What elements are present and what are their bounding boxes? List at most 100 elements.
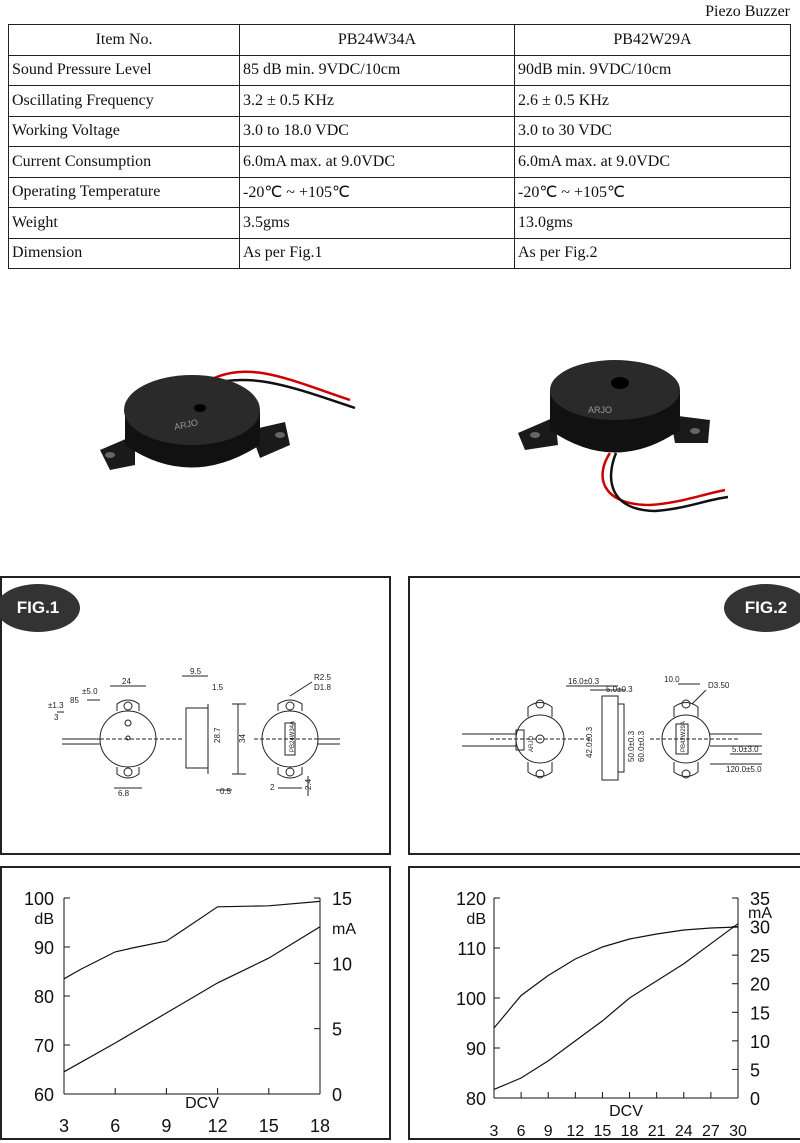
y-tick-label-left: 80 bbox=[34, 987, 54, 1007]
table-row: Oscillating Frequency 3.2 ± 0.5 KHz 2.6 … bbox=[8, 85, 791, 117]
dim-label: ±1.3 bbox=[48, 701, 64, 710]
dim-label: 24 bbox=[122, 677, 131, 686]
series-line-ma bbox=[63, 926, 321, 1073]
fig2-marking-front: ARJO bbox=[529, 736, 535, 752]
x-tick-label: 18 bbox=[621, 1123, 639, 1138]
dim-label: 2 bbox=[270, 783, 275, 792]
dim-label: R2.5 bbox=[314, 673, 331, 682]
y-tick-label-right: 0 bbox=[332, 1085, 342, 1105]
table-cell: 6.0mA max. at 9.0VDC bbox=[514, 146, 791, 178]
x-tick-label: 30 bbox=[729, 1123, 747, 1138]
header-cell: PB42W29A bbox=[514, 24, 791, 56]
dim-label: D1.8 bbox=[314, 683, 331, 692]
dim-label: 0.5 bbox=[220, 787, 232, 796]
y-tick-label-right: 35 bbox=[750, 889, 770, 909]
fig1-marking: PB24W34A bbox=[290, 721, 296, 752]
dim-label: 120.0±5.0 bbox=[726, 765, 762, 774]
buzzer-photo-1: ARJO bbox=[100, 370, 356, 470]
x-tick-label: 24 bbox=[675, 1123, 693, 1138]
x-tick-label: 21 bbox=[648, 1123, 666, 1138]
series-line-ma bbox=[493, 923, 739, 1090]
table-cell: 3.2 ± 0.5 KHz bbox=[239, 85, 515, 117]
table-cell: 85 dB min. 9VDC/10cm bbox=[239, 54, 515, 86]
buzzer-marking: ARJO bbox=[588, 405, 612, 415]
figure-2-panel: FIG.2 bbox=[408, 576, 800, 855]
x-tick-label: 27 bbox=[702, 1123, 720, 1138]
table-cell: Weight bbox=[8, 207, 240, 239]
y-tick-label-left: 120 bbox=[456, 889, 486, 909]
table-cell: 3.0 to 30 VDC bbox=[514, 115, 791, 147]
table-cell: As per Fig.2 bbox=[514, 237, 791, 269]
y-tick-label-right: 20 bbox=[750, 975, 770, 995]
y-axis-label-right: mA bbox=[332, 921, 356, 938]
dim-label: 5.0±3.0 bbox=[732, 745, 759, 754]
x-tick-label: 12 bbox=[566, 1123, 584, 1138]
table-cell: 90dB min. 9VDC/10cm bbox=[514, 54, 791, 86]
table-cell: Dimension bbox=[8, 237, 240, 269]
table-cell: Working Voltage bbox=[8, 115, 240, 147]
dim-label: D3.50 bbox=[708, 681, 730, 690]
figure-1-panel: FIG.1 bbox=[0, 576, 391, 855]
figure-2-badge: FIG.2 bbox=[724, 584, 800, 632]
y-tick-label-right: 5 bbox=[750, 1060, 760, 1080]
table-cell: As per Fig.1 bbox=[239, 237, 515, 269]
y-tick-label-left: 70 bbox=[34, 1036, 54, 1056]
dim-label: 34 bbox=[238, 734, 247, 743]
y-tick-label-right: 10 bbox=[332, 954, 352, 974]
y-tick-label-left: 90 bbox=[466, 1039, 486, 1059]
x-tick-label: 15 bbox=[259, 1116, 279, 1136]
table-header-row: Item No. PB24W34A PB42W29A bbox=[8, 24, 791, 56]
x-tick-label: 9 bbox=[161, 1116, 171, 1136]
table-row: Current Consumption 6.0mA max. at 9.0VDC… bbox=[8, 146, 791, 178]
dim-label: 42.0±0.3 bbox=[585, 726, 594, 758]
figure-1-drawing: 24 85 ±5.0 ±1.3 3 6.8 9.5 1.5 28.7 34 0.… bbox=[48, 667, 340, 798]
dim-label: 50.0±0.3 bbox=[627, 730, 636, 762]
dim-label: ±5.0 bbox=[82, 687, 98, 696]
dim-label: 28.7 bbox=[213, 727, 222, 743]
dim-label: 6.8 bbox=[118, 789, 130, 798]
dim-label: 1.5 bbox=[212, 683, 224, 692]
dim-label: 60.0±0.3 bbox=[637, 730, 646, 762]
table-row: Working Voltage 3.0 to 18.0 VDC 3.0 to 3… bbox=[8, 115, 791, 147]
table-cell: 2.6 ± 0.5 KHz bbox=[514, 85, 791, 117]
x-tick-label: 15 bbox=[594, 1123, 612, 1138]
table-cell: 13.0gms bbox=[514, 207, 791, 239]
table-cell: Current Consumption bbox=[8, 146, 240, 178]
buzzer-marking: ARJO bbox=[173, 417, 199, 432]
dim-label: 85 bbox=[70, 696, 79, 705]
dim-label: 10.0 bbox=[664, 675, 680, 684]
header-cell: Item No. bbox=[8, 24, 240, 56]
series-line-db bbox=[63, 900, 321, 980]
y-tick-label-left: 100 bbox=[456, 989, 486, 1009]
header-cell: PB24W34A bbox=[239, 24, 515, 56]
figure-2-drawing: 16.0±0.3 5.0±0.3 10.0 D3.50 42.0±0.3 50.… bbox=[462, 675, 762, 781]
y-tick-label-left: 80 bbox=[466, 1089, 486, 1109]
document-label: Piezo Buzzer bbox=[705, 3, 790, 20]
table-row: Operating Temperature -20℃ ~ +105℃ -20℃ … bbox=[8, 176, 791, 208]
dim-label: 3 bbox=[54, 713, 59, 722]
table-row: Dimension As per Fig.1 As per Fig.2 bbox=[8, 237, 791, 269]
buzzer-photo-2: ARJO bbox=[518, 360, 729, 513]
table-cell: -20℃ ~ +105℃ bbox=[514, 176, 791, 208]
y-tick-label-left: 110 bbox=[457, 939, 486, 959]
y-tick-label-right: 15 bbox=[750, 1003, 770, 1023]
y-tick-label-right: 15 bbox=[332, 889, 352, 909]
table-cell: Sound Pressure Level bbox=[8, 54, 240, 86]
table-cell: -20℃ ~ +105℃ bbox=[239, 176, 515, 208]
y-tick-label-right: 30 bbox=[750, 918, 770, 938]
table-cell: Operating Temperature bbox=[8, 176, 240, 208]
series-line-db bbox=[493, 926, 739, 1029]
y-tick-label-left: 100 bbox=[24, 889, 54, 909]
table-row: Weight 3.5gms 13.0gms bbox=[8, 207, 791, 239]
y-axis-label-left: dB bbox=[34, 911, 54, 928]
x-tick-label: 18 bbox=[310, 1116, 330, 1136]
table-cell: 3.5gms bbox=[239, 207, 515, 239]
y-tick-label-right: 0 bbox=[750, 1089, 760, 1109]
x-tick-label: 12 bbox=[208, 1116, 228, 1136]
y-tick-label-right: 10 bbox=[750, 1032, 770, 1052]
dim-label: 5.0±0.3 bbox=[606, 685, 633, 694]
